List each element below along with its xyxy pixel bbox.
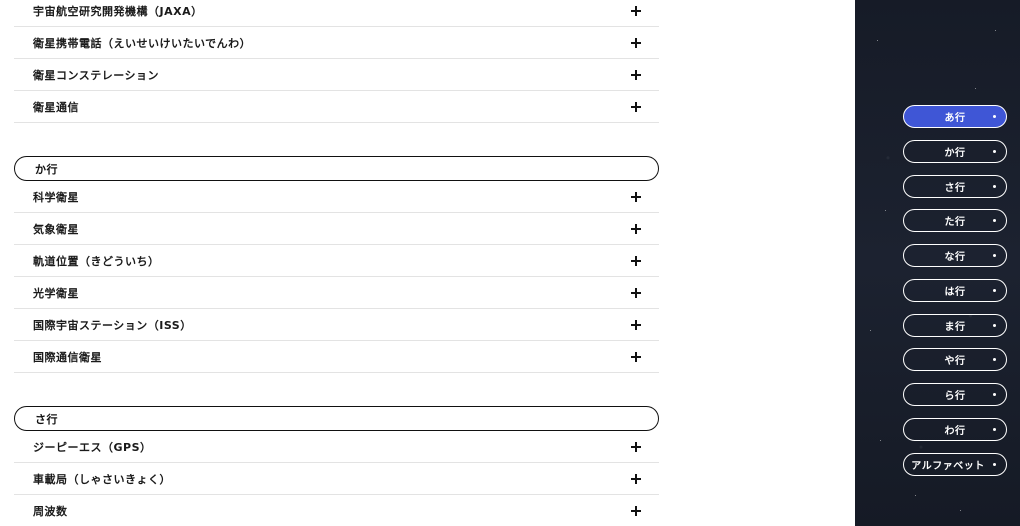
dot-icon: [993, 324, 996, 327]
glossary-item[interactable]: 国際通信衛星: [14, 341, 659, 373]
dot-icon: [993, 289, 996, 292]
index-nav-ma[interactable]: ま行: [903, 314, 1007, 337]
glossary-item[interactable]: 軌道位置（きどういち）: [14, 245, 659, 277]
index-nav-sa[interactable]: さ行: [903, 175, 1007, 198]
dot-icon: [993, 463, 996, 466]
index-nav-ka[interactable]: か行: [903, 140, 1007, 163]
glossary-item[interactable]: 国際宇宙ステーション（ISS）: [14, 309, 659, 341]
glossary-item-label: 科学衛星: [33, 190, 79, 204]
dot-icon: [993, 150, 996, 153]
glossary-item-label: 周波数: [33, 504, 68, 518]
index-nav-ta[interactable]: た行: [903, 209, 1007, 232]
index-nav-label: あ行: [944, 113, 966, 124]
glossary-group-ka: 科学衛星 気象衛星 軌道位置（きどういち） 光学衛星 国際宇宙ステーション（IS…: [14, 181, 659, 373]
index-nav-na[interactable]: な行: [903, 244, 1007, 267]
glossary-group-sa: ジーピーエス（GPS） 車載局（しゃさいきょく） 周波数: [14, 431, 659, 526]
plus-icon[interactable]: [631, 473, 641, 484]
star-decoration: [960, 510, 961, 511]
star-decoration: [870, 330, 871, 331]
glossary-item-label: 衛星携帯電話（えいせいけいたいでんわ）: [33, 36, 252, 50]
plus-icon[interactable]: [631, 5, 641, 16]
dot-icon: [993, 219, 996, 222]
glossary-item-label: 国際通信衛星: [33, 350, 102, 364]
glossary-item-label: 衛星コンステレーション: [33, 68, 160, 82]
glossary-item[interactable]: 科学衛星: [14, 181, 659, 213]
glossary-item[interactable]: ジーピーエス（GPS）: [14, 431, 659, 463]
section-heading-sa: さ行: [14, 406, 659, 431]
star-decoration: [975, 88, 976, 89]
dot-icon: [993, 358, 996, 361]
index-nav-alphabet[interactable]: アルファベット: [903, 453, 1007, 476]
section-heading-label: か行: [35, 162, 58, 176]
glossary-item[interactable]: 宇宙航空研究開発機構（JAXA）: [14, 0, 659, 27]
plus-icon[interactable]: [631, 319, 641, 330]
index-nav-label: ま行: [944, 322, 966, 333]
dot-icon: [993, 185, 996, 188]
index-nav-wa[interactable]: わ行: [903, 418, 1007, 441]
index-nav-label: さ行: [944, 183, 966, 194]
index-nav-a[interactable]: あ行: [903, 105, 1007, 128]
section-heading-ka: か行: [14, 156, 659, 181]
plus-icon[interactable]: [631, 223, 641, 234]
glossary-item[interactable]: 車載局（しゃさいきょく）: [14, 463, 659, 495]
index-nav-label: アルファベット: [911, 461, 985, 472]
star-decoration: [885, 210, 886, 211]
plus-icon[interactable]: [631, 351, 641, 362]
index-nav-ha[interactable]: は行: [903, 279, 1007, 302]
index-nav: あ行 か行 さ行 た行 な行 は行 ま行 や行: [855, 0, 1020, 526]
plus-icon[interactable]: [631, 505, 641, 516]
star-decoration: [995, 30, 996, 31]
glossary-item-label: ジーピーエス（GPS）: [33, 440, 152, 454]
glossary-item-label: 車載局（しゃさいきょく）: [33, 472, 171, 486]
glossary-item-label: 軌道位置（きどういち）: [33, 254, 160, 268]
index-nav-label: な行: [944, 252, 966, 263]
dot-icon: [993, 393, 996, 396]
glossary-item[interactable]: 光学衛星: [14, 277, 659, 309]
index-nav-label: わ行: [944, 426, 966, 437]
glossary-group-a: 宇宙航空研究開発機構（JAXA） 衛星携帯電話（えいせいけいたいでんわ） 衛星コ…: [14, 0, 659, 123]
index-nav-label: ら行: [944, 391, 966, 402]
plus-icon[interactable]: [631, 441, 641, 452]
glossary-item[interactable]: 衛星携帯電話（えいせいけいたいでんわ）: [14, 27, 659, 59]
glossary-item-label: 気象衛星: [33, 222, 79, 236]
index-nav-label: や行: [944, 356, 966, 367]
index-nav-label: た行: [944, 217, 966, 228]
dot-icon: [993, 254, 996, 257]
index-nav-ya[interactable]: や行: [903, 348, 1007, 371]
index-nav-ra[interactable]: ら行: [903, 383, 1007, 406]
plus-icon[interactable]: [631, 37, 641, 48]
index-nav-label: は行: [944, 287, 966, 298]
dot-icon: [993, 428, 996, 431]
star-decoration: [877, 40, 878, 41]
plus-icon[interactable]: [631, 69, 641, 80]
dot-icon: [993, 115, 996, 118]
glossary-item[interactable]: 周波数: [14, 495, 659, 526]
glossary-item[interactable]: 衛星通信: [14, 91, 659, 123]
glossary-list: 宇宙航空研究開発機構（JAXA） 衛星携帯電話（えいせいけいたいでんわ） 衛星コ…: [14, 0, 659, 526]
glossary-item[interactable]: 気象衛星: [14, 213, 659, 245]
star-decoration: [880, 440, 881, 441]
glossary-item-label: 国際宇宙ステーション（ISS）: [33, 318, 192, 332]
plus-icon[interactable]: [631, 191, 641, 202]
plus-icon[interactable]: [631, 101, 641, 112]
plus-icon[interactable]: [631, 287, 641, 298]
glossary-item[interactable]: 衛星コンステレーション: [14, 59, 659, 91]
section-heading-label: さ行: [35, 412, 58, 426]
star-decoration: [915, 495, 916, 496]
plus-icon[interactable]: [631, 255, 641, 266]
glossary-item-label: 宇宙航空研究開発機構（JAXA）: [33, 4, 203, 18]
glossary-item-label: 光学衛星: [33, 286, 79, 300]
index-nav-label: か行: [944, 148, 966, 159]
glossary-item-label: 衛星通信: [33, 100, 79, 114]
